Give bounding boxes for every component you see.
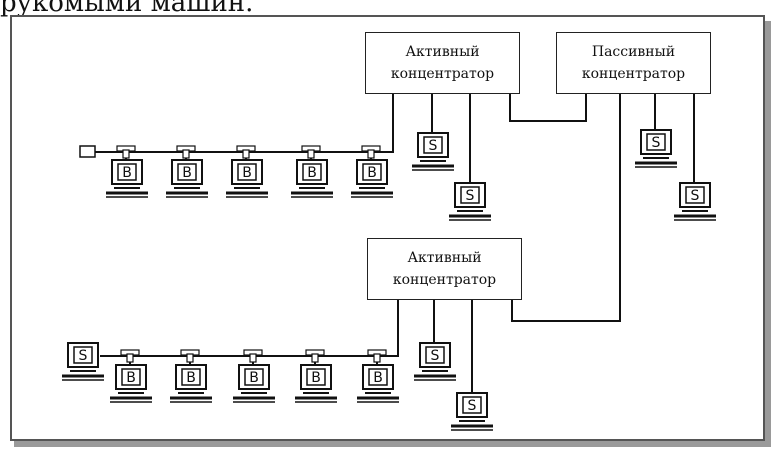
top-bus-station-5: B: [351, 159, 393, 198]
top-bus-station-2: B: [166, 159, 208, 198]
bottom-bus-station-4-label: B: [311, 370, 321, 386]
bottom-hub-server-2: S: [451, 392, 493, 431]
active-hub-bottom-line2: концентратор: [392, 272, 497, 288]
bottom-bus-station-1: B: [110, 364, 152, 403]
passive-server-2: S: [674, 182, 716, 221]
active-hub-top: Активный концентратор: [365, 32, 520, 94]
active-hub-top-line2: концентратор: [390, 66, 495, 82]
frame-shadow-right: [765, 21, 771, 447]
top-bus-line: [95, 93, 394, 153]
passive-server-2-label: S: [691, 188, 700, 204]
bottom-bus-station-3-label: B: [249, 370, 259, 386]
bottom-hub-server-1: S: [414, 342, 456, 381]
bottom-bus-tap-5: [367, 349, 387, 368]
top-bus-station-4: B: [291, 159, 333, 198]
bottom-bus-station-1-label: B: [126, 370, 136, 386]
passive-server-1-label: S: [652, 135, 661, 151]
bottom-bus-station-2-label: B: [186, 370, 196, 386]
bottom-bus-station-5: B: [357, 364, 399, 403]
active-hub-top-line1: Активный: [405, 44, 480, 60]
passive-server-1: S: [635, 129, 677, 168]
bottom-bus-station-3: B: [233, 364, 275, 403]
top-hub-server-2-label: S: [466, 188, 475, 204]
bottom-bus-station-2: B: [170, 364, 212, 403]
top-bus-station-2-label: B: [182, 165, 192, 181]
bottom-hub-server-1-label: S: [431, 348, 440, 364]
caption-fragment: рукомыми машин.: [0, 0, 254, 18]
bottom-bus-station-5-label: B: [373, 370, 383, 386]
top-bus-station-5-label: B: [367, 165, 377, 181]
top-hub-passive-link: [509, 94, 587, 122]
top-hub-server-1-label: S: [429, 138, 438, 154]
top-bus-station-4-label: B: [307, 165, 317, 181]
passive-hub-line2: концентратор: [581, 66, 686, 82]
top-bus-station-1-label: B: [122, 165, 132, 181]
bottom-bus-line: [100, 300, 399, 357]
top-hub-server-2: S: [449, 182, 491, 221]
passive-hub-line1: Пассивный: [591, 44, 676, 60]
passive-bottom-hub-link: [511, 94, 621, 322]
bottom-hub-server-2-label: S: [468, 398, 477, 414]
top-bus-station-3-label: B: [242, 165, 252, 181]
top-hub-server-1: S: [412, 132, 454, 171]
top-bus-station-1: B: [106, 159, 148, 198]
bottom-bus-server: S: [62, 342, 104, 381]
top-bus-terminator: [79, 145, 96, 158]
bottom-bus-station-4: B: [295, 364, 337, 403]
top-bus-station-3: B: [226, 159, 268, 198]
active-hub-bottom: Активный концентратор: [367, 238, 522, 300]
bottom-bus-server-label: S: [79, 348, 88, 364]
passive-hub: Пассивный концентратор: [556, 32, 711, 94]
active-hub-bottom-line1: Активный: [407, 250, 482, 266]
frame-shadow-bottom: [14, 441, 771, 447]
